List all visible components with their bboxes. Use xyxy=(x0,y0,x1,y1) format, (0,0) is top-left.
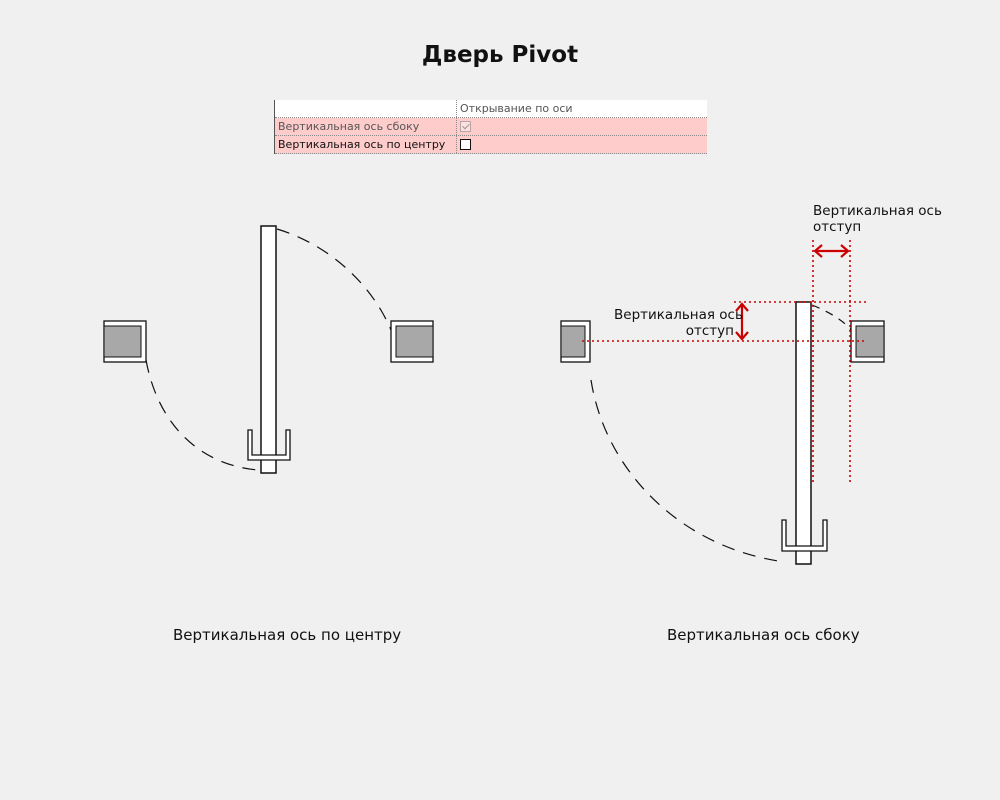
side-pivot-diagram xyxy=(560,240,885,565)
header-label: Открывание по оси xyxy=(456,100,707,117)
wall-left xyxy=(560,320,591,363)
label-line: Вертикальная ось xyxy=(614,307,743,323)
door-swing-arc xyxy=(145,359,259,471)
parameter-table: Открывание по оси Вертикальная ось сбоку… xyxy=(274,100,707,154)
pivot-bracket xyxy=(781,519,828,552)
horizontal-offset-label: Вертикальная ось отступ xyxy=(813,203,942,235)
label-line: отступ xyxy=(685,323,734,339)
side-axis-checkbox[interactable] xyxy=(460,121,471,132)
dimension-guides xyxy=(582,240,866,485)
parameter-row-center-axis: Вертикальная ось по центру xyxy=(275,136,707,154)
parameter-label: Вертикальная ось сбоку xyxy=(278,120,420,133)
label-line: отступ xyxy=(813,219,862,235)
side-pivot-caption: Вертикальная ось сбоку xyxy=(667,626,860,644)
center-axis-checkbox[interactable] xyxy=(460,139,471,150)
horizontal-offset-arrow xyxy=(813,244,850,258)
door-leaf xyxy=(795,301,812,565)
wall-right xyxy=(850,320,885,363)
door-leaf xyxy=(260,225,277,474)
center-pivot-caption: Вертикальная ось по центру xyxy=(173,626,402,644)
vertical-offset-label: Вертикальная ось отступ xyxy=(614,307,743,339)
page-title: Дверь Pivot xyxy=(421,42,579,68)
parameter-label: Вертикальная ось по центру xyxy=(278,138,446,151)
center-pivot-diagram xyxy=(103,225,434,474)
parameter-value-cell xyxy=(456,118,707,135)
door-swing-arc xyxy=(276,228,392,331)
pivot-bracket xyxy=(247,429,291,461)
parameter-table-header: Открывание по оси xyxy=(275,100,707,118)
parameter-value-cell xyxy=(456,136,707,153)
door-swing-arc xyxy=(811,304,852,331)
parameter-row-side-axis: Вертикальная ось сбоку xyxy=(275,118,707,136)
vertical-offset-arrow xyxy=(735,302,749,341)
wall-left xyxy=(103,320,147,363)
door-swing-arc xyxy=(590,379,786,563)
wall-right xyxy=(390,320,434,363)
label-line: Вертикальная ось xyxy=(813,203,942,219)
